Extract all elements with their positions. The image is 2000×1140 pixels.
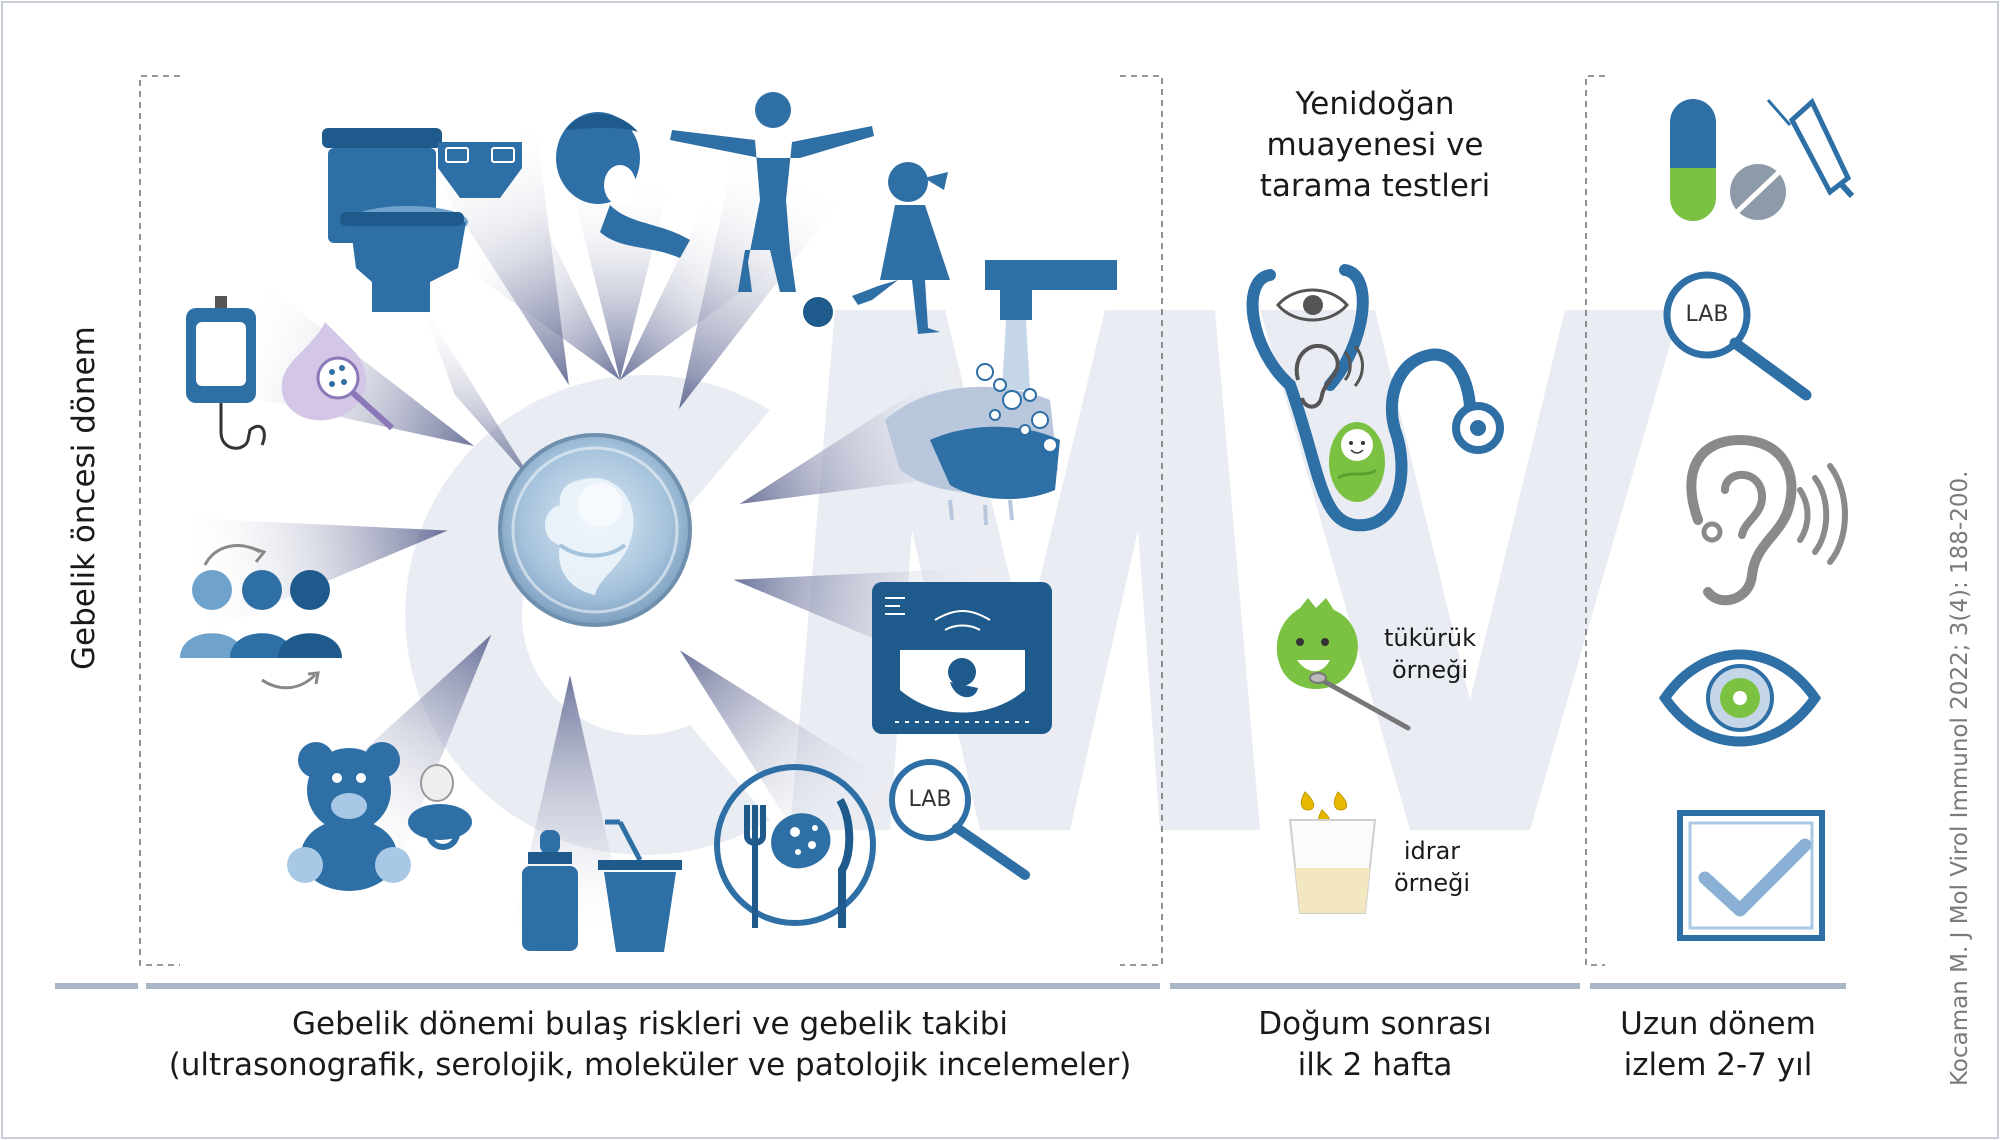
checkbox-icon xyxy=(1677,810,1825,941)
longterm-caption-line-2: izlem 2-7 yıl xyxy=(1623,1046,1813,1083)
plate-cutlery-icon xyxy=(714,764,876,928)
urine-label-line-1: idrar xyxy=(1403,837,1461,865)
pregnancy-caption: Gebelik dönemi bulaş riskleri ve gebelik… xyxy=(140,1004,1160,1086)
newborn-icon xyxy=(1329,422,1385,502)
toilet-icon xyxy=(322,128,468,312)
pregnancy-caption-line-2: (ultrasonografik, serolojik, moleküler v… xyxy=(168,1046,1132,1083)
longterm-bracket xyxy=(1585,75,1605,966)
lab-text: LAB xyxy=(908,787,952,812)
child-mouth-icon xyxy=(556,112,690,258)
saliva-label: tükürük örneği xyxy=(1360,623,1500,686)
diaper-icon xyxy=(438,142,522,198)
teddy-bear-icon xyxy=(287,742,411,891)
pill-capsule-icon xyxy=(1670,99,1716,221)
urine-label-line-2: örneği xyxy=(1393,868,1470,897)
hearing-icon xyxy=(1686,434,1848,606)
longterm-caption: Uzun dönem izlem 2-7 yıl xyxy=(1590,1004,1846,1086)
newborn-title-line-3: tarama testleri xyxy=(1259,167,1491,204)
newborn-title-line-2: muayenesi ve xyxy=(1266,126,1484,163)
saliva-label-line-1: tükürük xyxy=(1384,624,1476,652)
eye-icon xyxy=(1276,288,1349,322)
rays-mid xyxy=(420,300,535,485)
longterm-caption-line-1: Uzun dönem xyxy=(1620,1006,1816,1042)
lab-magnifier-icon xyxy=(889,759,1030,880)
eye-exam-icon xyxy=(1658,649,1822,747)
urine-label: idrar örneği xyxy=(1362,836,1502,899)
saliva-sample-icon xyxy=(1276,598,1411,731)
drink-cup-icon xyxy=(598,819,682,952)
postnatal-caption-line-1: Doğum sonrası xyxy=(1258,1006,1492,1042)
postnatal-caption-line-2: ilk 2 hafta xyxy=(1297,1046,1453,1083)
ear-icon xyxy=(1294,343,1364,409)
ultrasound-icon xyxy=(872,582,1052,734)
girl-ball-icon xyxy=(803,162,950,334)
pre-pregnancy-label: Gebelik öncesi dönem xyxy=(66,326,102,670)
saliva-label-line-2: örneği xyxy=(1391,655,1468,684)
people-transmission-icon xyxy=(180,544,342,690)
syringe-icon xyxy=(1766,97,1855,199)
pacifier-icon xyxy=(408,764,472,850)
stethoscope-icon xyxy=(1246,264,1504,532)
fetus-icon xyxy=(498,433,692,627)
blood-drop-magnifier-icon xyxy=(281,322,395,431)
iv-bag-icon xyxy=(186,296,266,450)
pregnancy-bracket xyxy=(139,75,1163,966)
tablet-icon xyxy=(1730,164,1786,220)
child-silhouette-icon xyxy=(670,92,874,292)
lab-magnifier-longterm-icon xyxy=(1663,271,1812,401)
faucet-handwash-icon xyxy=(885,260,1117,526)
pregnancy-caption-line-1: Gebelik dönemi bulaş riskleri ve gebelik… xyxy=(291,1006,1008,1042)
urine-sample-icon xyxy=(1288,791,1377,914)
newborn-title-line-1: Yenidoğan xyxy=(1295,86,1455,122)
baby-bottle-icon xyxy=(522,830,578,951)
newborn-title: Yenidoğan muayenesi ve tarama testleri xyxy=(1225,84,1525,207)
postnatal-caption: Doğum sonrası ilk 2 hafta xyxy=(1170,1004,1580,1086)
lab-text-longterm: LAB xyxy=(1685,302,1729,327)
citation: Kocaman M. J Mol Virol Immunol 2022; 3(4… xyxy=(1947,470,1973,1086)
